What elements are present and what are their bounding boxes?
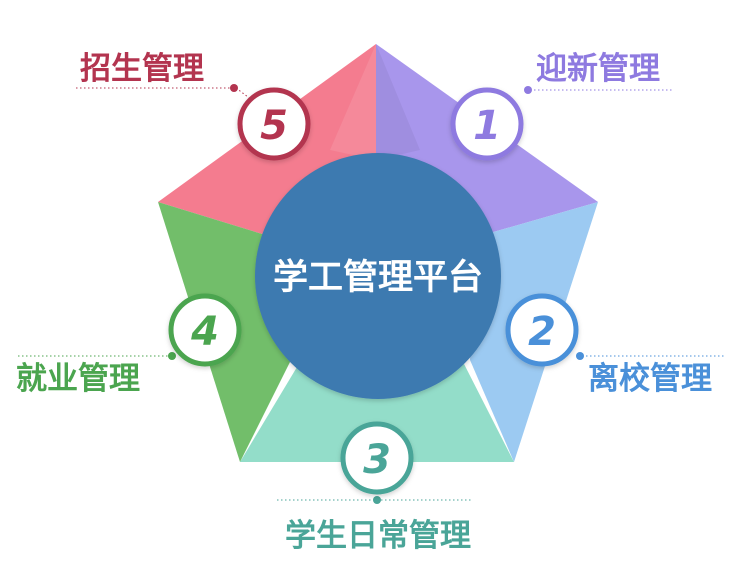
label-module-2: 离校管理 [588, 361, 712, 397]
label-module-3: 学生日常管理 [285, 518, 471, 554]
connector-dot-5 [230, 84, 238, 92]
badge-module-4: 4 [168, 293, 242, 367]
badge-number-2: 2 [528, 309, 556, 355]
center-circle [255, 153, 501, 399]
label-module-4: 就业管理 [16, 361, 140, 397]
badge-number-1: 1 [473, 103, 501, 149]
label-module-1: 迎新管理 [536, 51, 660, 87]
label-module-5: 招生管理 [80, 51, 204, 87]
badge-module-2: 2 [505, 293, 579, 367]
badge-number-4: 4 [190, 309, 219, 355]
segment-module-3 [240, 360, 514, 462]
connector-dot-1 [524, 86, 532, 94]
connector-dot-4 [168, 352, 176, 360]
badge-number-3: 3 [363, 437, 391, 483]
connector-dot-2 [576, 352, 584, 360]
badge-module-5: 5 [237, 87, 311, 161]
badge-module-1: 1 [450, 87, 524, 161]
center-title: 学工管理平台 [273, 257, 483, 298]
badge-module-3: 3 [340, 421, 414, 495]
badge-number-5: 5 [260, 103, 288, 149]
connector-dot-3 [373, 496, 381, 504]
